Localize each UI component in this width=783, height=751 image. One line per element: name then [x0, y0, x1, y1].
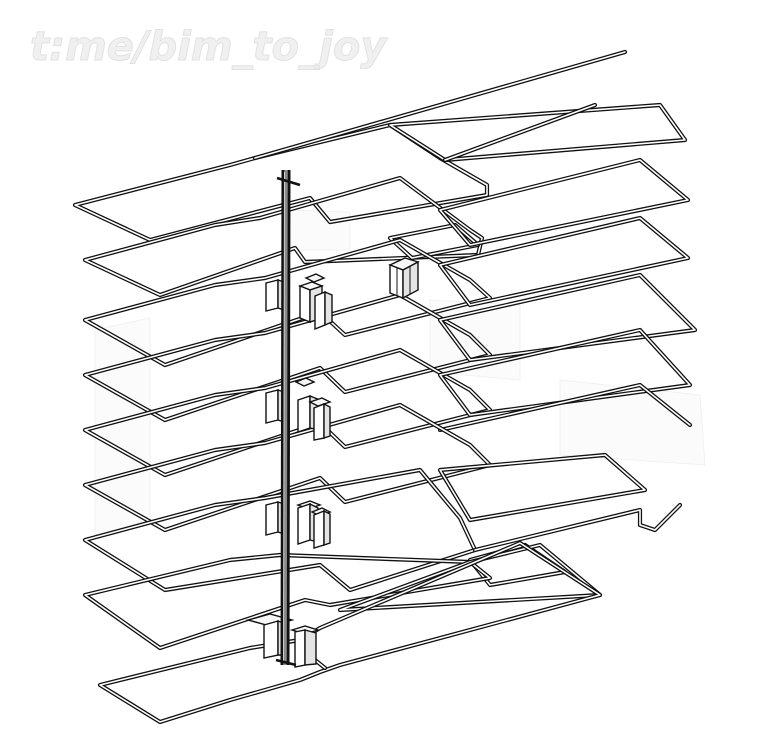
- floor-loop-level-2: [82, 157, 691, 298]
- collector-cluster-lower: [265, 500, 332, 549]
- main-riser: [275, 169, 301, 667]
- floor-loop-level-5: [82, 327, 693, 478]
- floor-loops: [72, 49, 698, 725]
- floor-loop-level-6: [82, 402, 648, 533]
- collector-upper-right: [388, 257, 420, 300]
- floor-loop-level-3: [82, 215, 691, 368]
- collector-cluster-base: [245, 613, 321, 668]
- floor-loop-level-9: [97, 540, 603, 725]
- collector-cluster-upper: [265, 273, 333, 331]
- collector-cluster-middle: [265, 377, 332, 441]
- equipment-clusters: [245, 257, 420, 668]
- floor-loop-level-8: [82, 542, 603, 651]
- watermark-text: t:me/bim_to_joy: [29, 24, 387, 71]
- floor-loop-level-7: [82, 467, 683, 593]
- floor-loop-level-1: [72, 49, 688, 243]
- floor-loop-level-4: [82, 272, 698, 423]
